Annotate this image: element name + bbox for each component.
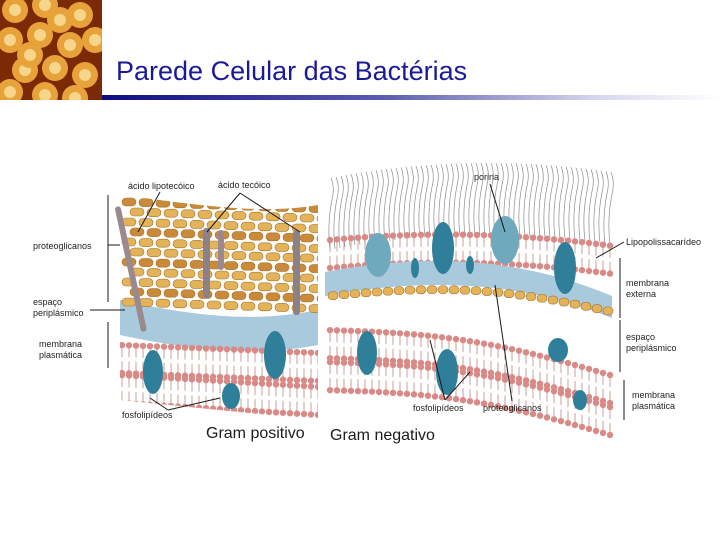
label-gp-periplasmic-1: espaço: [33, 297, 62, 307]
gn-membrane-proteins: [357, 216, 587, 410]
label-gp-peptidoglycans: proteoglicanos: [33, 241, 92, 251]
label-gn-plasma-membrane-2: plasmática: [632, 401, 675, 411]
gp-labels: ácido lipotecóico ácido tecóico proteogl…: [33, 180, 305, 442]
label-lipoteichoic-acid: ácido lipotecóico: [128, 181, 195, 191]
label-gn-phospholipids: fosfolipídeos: [413, 403, 464, 413]
label-gp-phospholipids: fosfolipídeos: [122, 410, 173, 420]
gp-membrane-proteins: [143, 331, 286, 409]
label-gn-plasma-membrane-1: membrana: [632, 390, 675, 400]
gn-periplasmic-space: [325, 260, 612, 318]
gram-positive-panel: [115, 190, 318, 419]
label-gn-outer-membrane-2: externa: [626, 289, 656, 299]
label-gn-peptidoglycans: proteoglicanos: [483, 403, 542, 413]
caption-gram-positive: Gram positivo: [206, 425, 305, 442]
gram-negative-panel: [325, 162, 614, 439]
label-gp-periplasmic-2: periplásmico: [33, 308, 84, 318]
header-bacteria-image: [0, 0, 102, 100]
label-gn-outer-membrane-1: membrana: [626, 278, 669, 288]
gp-teichoic-acid-rods: [115, 206, 300, 332]
label-gn-periplasmic-1: espaço: [626, 332, 655, 342]
title-underline: [102, 95, 720, 100]
caption-gram-negative: Gram negativo: [330, 427, 435, 444]
label-porin: porina: [474, 172, 499, 182]
gn-lipopolysaccharide-chains: [328, 162, 614, 250]
bacteria-photo-graphic: [0, 0, 102, 100]
label-teichoic-acid: ácido tecóico: [218, 180, 271, 190]
slide-title: Parede Celular das Bactérias: [116, 56, 468, 86]
label-gp-plasma-membrane-2: plasmática: [39, 350, 82, 360]
label-lipopolysaccharide: Lipopolissacarídeo: [626, 237, 701, 247]
label-gn-periplasmic-2: periplásmico: [626, 343, 677, 353]
label-gp-plasma-membrane-1: membrana: [39, 339, 82, 349]
gn-peptidoglycan-layer: [327, 285, 614, 316]
gn-labels: porina Lipopolissacarídeo membrana exter…: [330, 172, 701, 444]
